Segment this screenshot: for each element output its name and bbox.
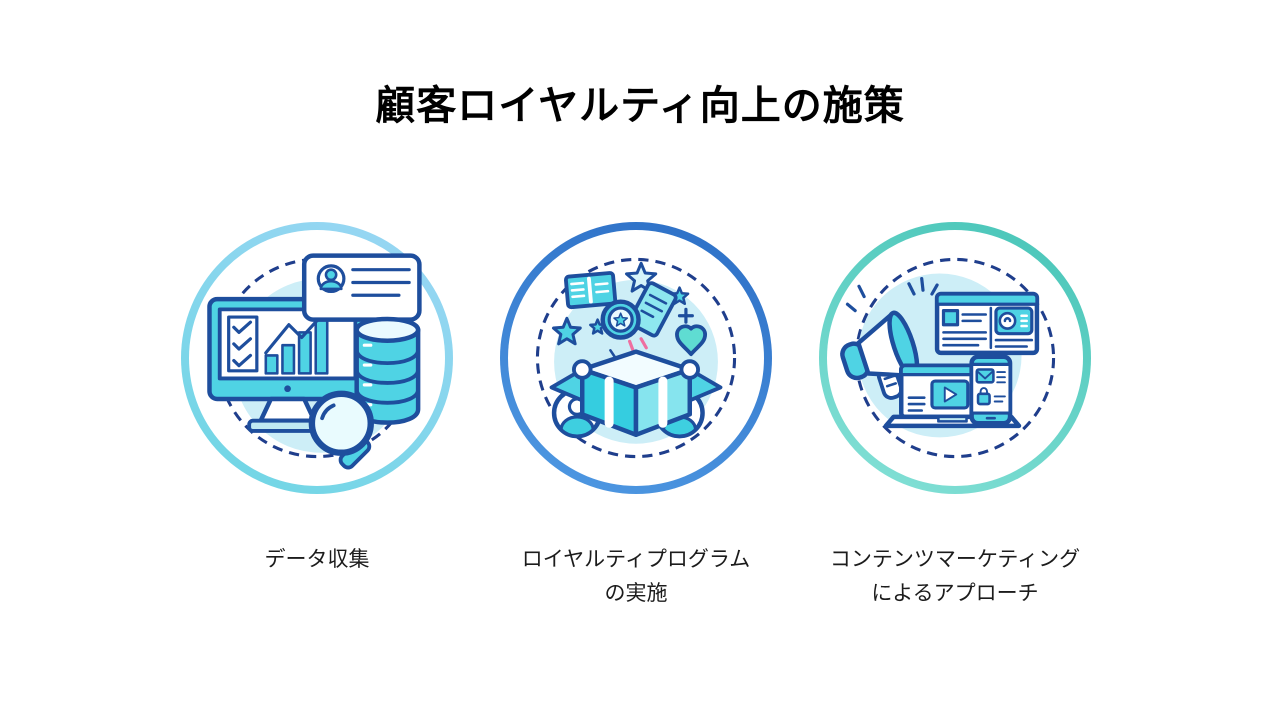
bar-chart-icon <box>264 307 329 375</box>
feature-data-collection: データ収集 <box>181 222 453 611</box>
dashed-circle <box>854 257 1056 459</box>
feature-circle-data-collection <box>181 222 453 494</box>
feature-label-loyalty-program: ロイヤルティプログラム の実施 <box>521 548 751 605</box>
dashed-circle <box>535 257 737 459</box>
content-marketing-illustration <box>840 257 1056 459</box>
coin-star-icon <box>600 299 641 340</box>
data-collection-illustration <box>207 253 422 470</box>
checklist-icon <box>227 315 259 373</box>
feature-content-marketing: コンテンツマーケティング によるアプローチ <box>819 222 1091 611</box>
sound-lines-icon <box>845 277 939 313</box>
loyalty-program-illustration <box>508 230 737 459</box>
web-article-icon <box>934 291 1040 356</box>
feature-circle-content-marketing <box>819 222 1091 494</box>
feature-circle-loyalty-program <box>500 222 772 494</box>
feature-row: データ収集 <box>181 222 1091 611</box>
smartphone-email-icon <box>969 354 1013 426</box>
database-icon <box>354 316 421 425</box>
magnifying-glass-icon <box>308 390 374 470</box>
feature-label-data-collection: データ収集 <box>264 548 370 571</box>
plus-sparkle-icon <box>677 307 694 324</box>
slide-title: 顧客ロイヤルティ向上の施策 <box>375 84 905 128</box>
trend-line-icon <box>264 307 329 355</box>
ticket-icon <box>563 271 618 310</box>
megaphone-icon <box>840 310 920 400</box>
gift-box-icon <box>549 349 723 438</box>
feature-label-content-marketing: コンテンツマーケティング によるアプローチ <box>829 548 1081 605</box>
heart-icon <box>675 324 708 357</box>
feature-loyalty-program: ロイヤルティプログラム の実施 <box>500 222 772 611</box>
profile-card-icon <box>301 253 422 322</box>
note-icon <box>627 281 678 338</box>
